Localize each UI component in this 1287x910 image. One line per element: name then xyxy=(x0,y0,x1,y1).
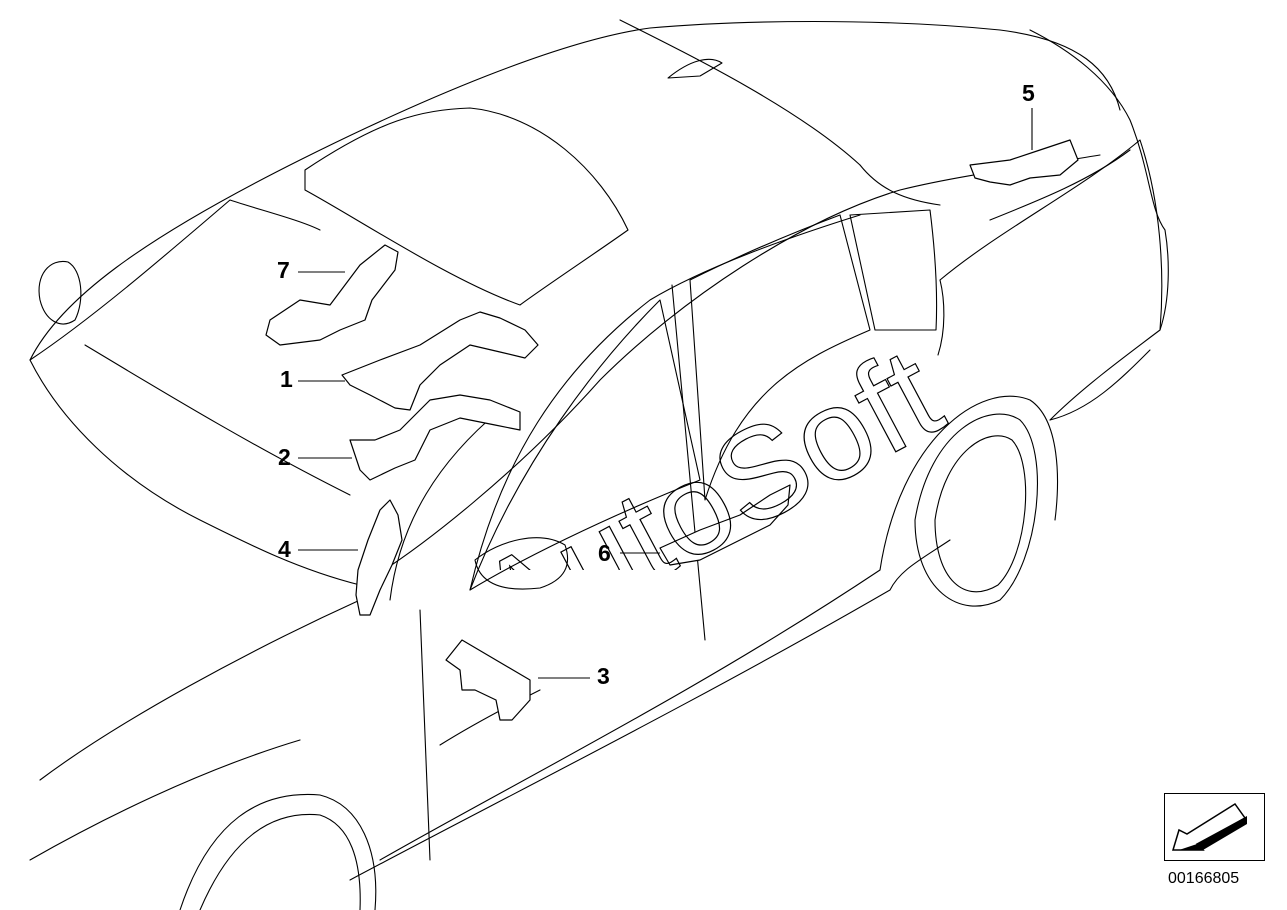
front-door-handle xyxy=(439,689,541,746)
antenna-fin xyxy=(667,58,723,79)
callout-5[interactable]: 5 xyxy=(1022,80,1035,106)
a-pillar-inner xyxy=(389,409,501,601)
rear-bumper xyxy=(1049,349,1151,421)
seat-headrest xyxy=(38,260,82,325)
part-2-bracket xyxy=(349,394,521,481)
front-wheel-arch-inner xyxy=(199,813,361,910)
c-pillar-window xyxy=(849,209,938,331)
door-divider xyxy=(671,284,706,641)
windshield-lower xyxy=(29,359,361,586)
roof-outline xyxy=(29,20,1121,361)
trunk-edge xyxy=(1029,29,1169,331)
rear-wheel xyxy=(914,413,1038,607)
part-1-bracket xyxy=(341,311,539,411)
rear-wheel-inner xyxy=(934,435,1027,593)
side-mirror xyxy=(474,537,569,590)
part-4-bracket xyxy=(355,499,403,616)
a-pillar xyxy=(469,214,861,591)
arrow-down-left-icon xyxy=(1171,802,1247,851)
rear-door-window xyxy=(689,214,871,501)
callout-2[interactable]: 2 xyxy=(278,444,291,470)
navigation-arrow-button[interactable] xyxy=(1164,793,1265,861)
c-pillar-line xyxy=(859,164,941,206)
windshield-top xyxy=(29,199,321,361)
callout-1[interactable]: 1 xyxy=(280,366,293,392)
hood-line xyxy=(39,599,361,781)
watermark-label: AutoSoft xyxy=(454,319,963,570)
trunk-line xyxy=(989,149,1131,221)
rear-quarter xyxy=(939,139,1163,421)
front-wheel-arch xyxy=(179,793,377,910)
roof-rear-line xyxy=(619,19,861,166)
rear-window-edge xyxy=(937,279,945,356)
callout-3[interactable]: 3 xyxy=(597,663,610,689)
callout-4[interactable]: 4 xyxy=(278,536,291,562)
sill-line xyxy=(379,569,881,861)
front-door-window xyxy=(469,299,701,591)
callout-7[interactable]: 7 xyxy=(277,257,290,283)
part-7-bracket xyxy=(265,244,399,346)
part-6-bracket xyxy=(659,484,791,566)
front-bumper xyxy=(29,739,301,861)
rear-wheel-arch xyxy=(879,395,1058,571)
dash-line xyxy=(84,344,351,496)
watermark-text: AutoSoft xyxy=(453,319,963,570)
diagram-number: 00166805 xyxy=(1168,870,1240,887)
callout-6[interactable]: 6 xyxy=(598,540,611,566)
sunroof-outline xyxy=(304,107,629,306)
part-3-clip xyxy=(445,639,531,721)
part-5-bracket xyxy=(969,139,1079,186)
front-door-lower xyxy=(419,609,431,861)
body-lower xyxy=(349,539,951,881)
